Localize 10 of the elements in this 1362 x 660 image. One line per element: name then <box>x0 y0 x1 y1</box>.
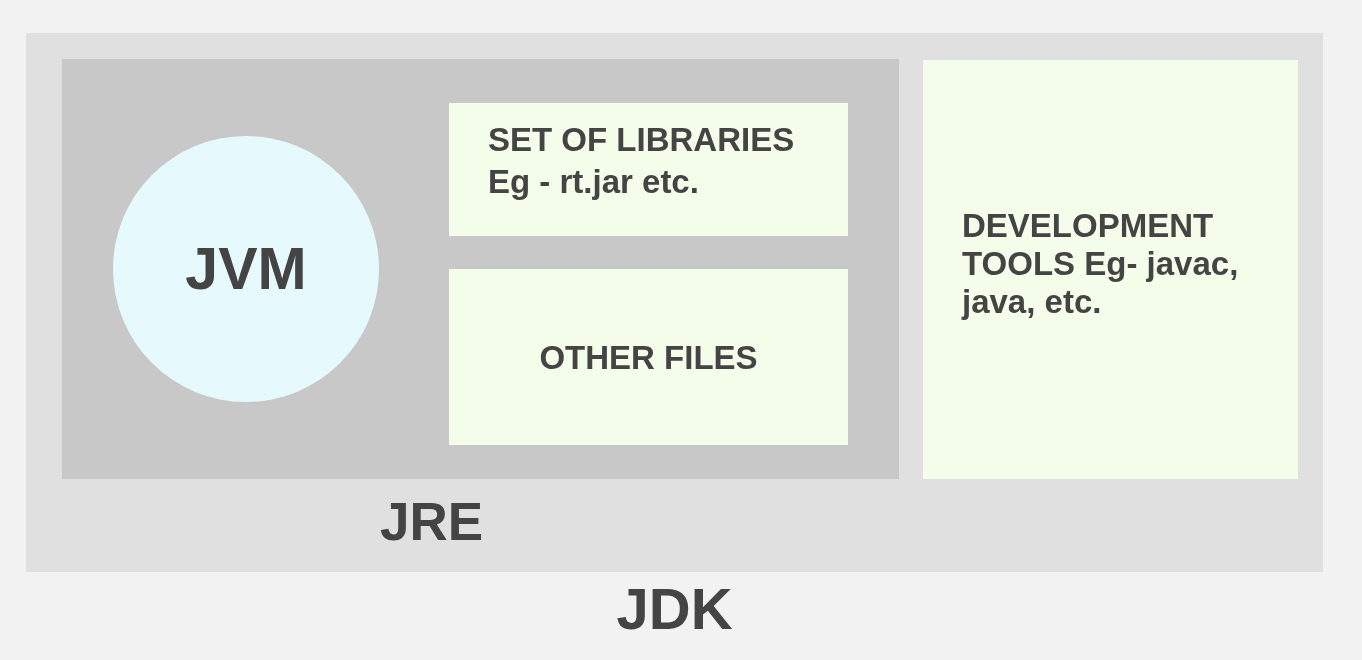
box-text: SET OF LIBRARIES <box>488 120 795 160</box>
node-label: JVM <box>185 239 307 299</box>
box-text: DEVELOPMENT TOOLS Eg- javac, java, etc. <box>962 207 1240 321</box>
box-title: JDK <box>616 580 733 638</box>
box-text: Eg - rt.jar etc. <box>488 162 699 202</box>
component-box <box>449 103 848 236</box>
component-box <box>449 269 848 445</box>
box-label: OTHER FILES <box>539 340 758 374</box>
box-title: JRE <box>380 495 484 548</box>
component-box <box>923 60 1298 479</box>
